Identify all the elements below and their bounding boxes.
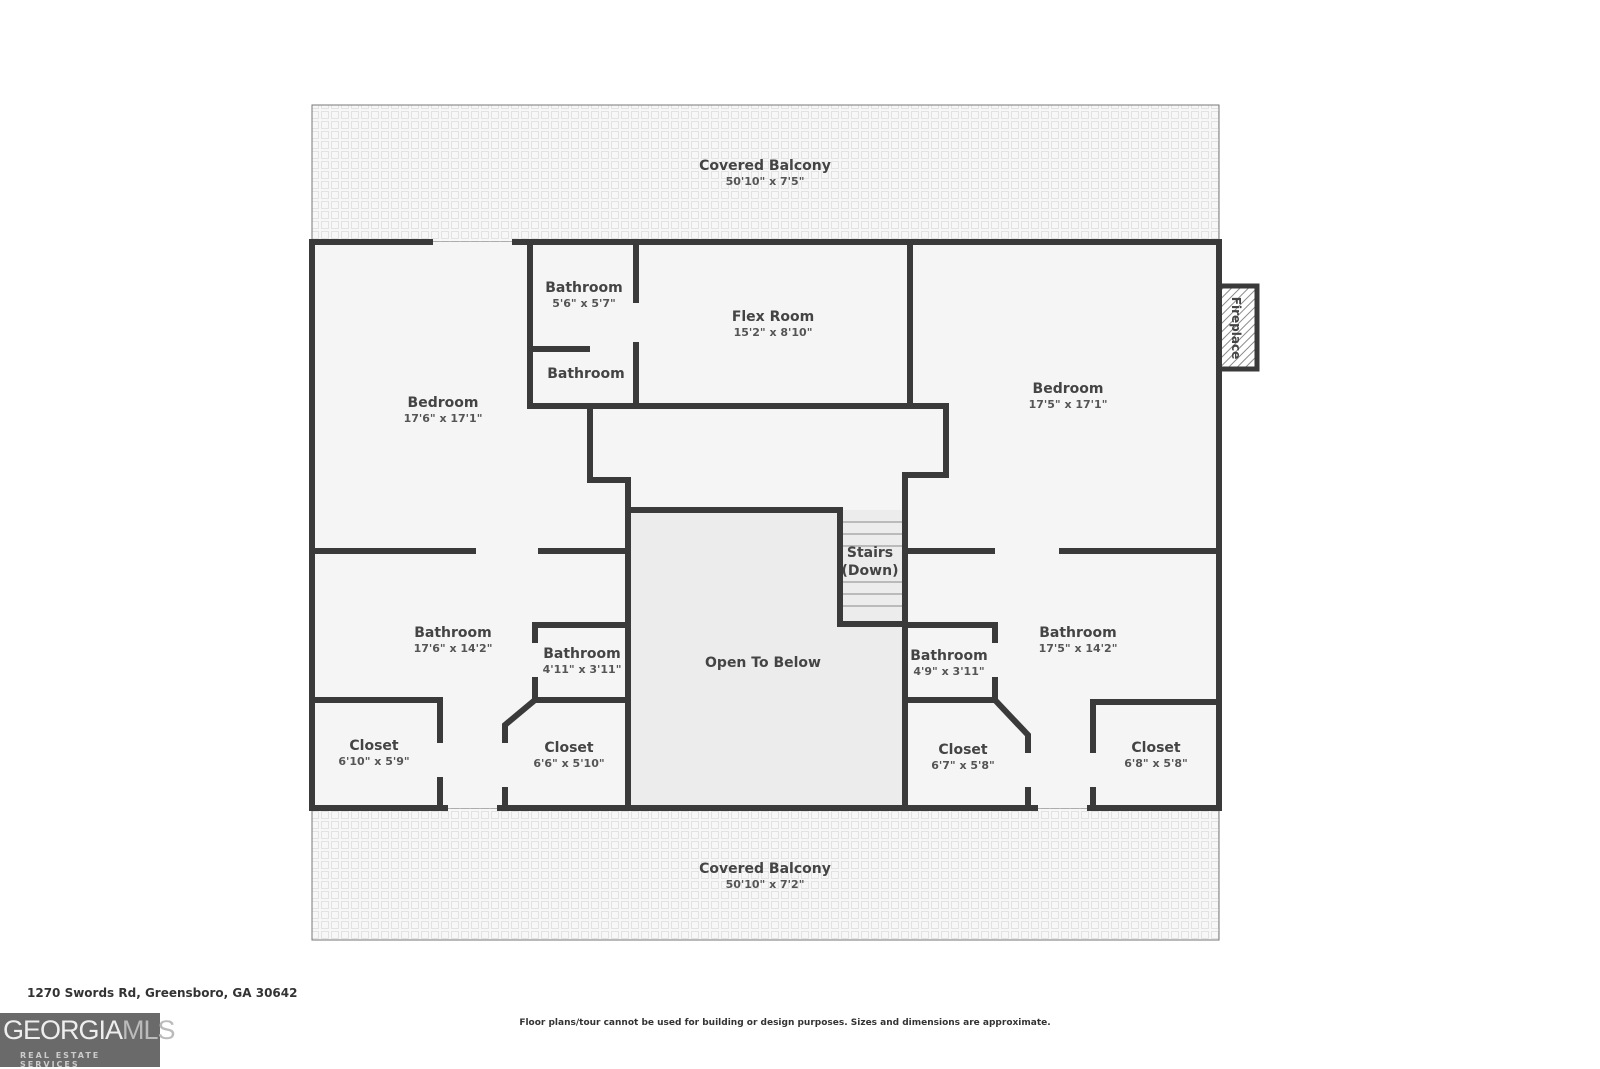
- room-dims: 4'9" x 3'11": [913, 665, 984, 678]
- room-dims: 17'6" x 17'1": [404, 412, 483, 425]
- disclaimer: Floor plans/tour cannot be used for buil…: [519, 1018, 1051, 1028]
- room-dims: 15'2" x 8'10": [734, 326, 813, 339]
- room-name: Fireplace: [1229, 297, 1243, 359]
- room-name: Closet: [938, 742, 988, 758]
- room-name: Bedroom: [408, 395, 479, 411]
- room-dims: 6'8" x 5'8": [1124, 757, 1188, 770]
- room-dims: 17'6" x 14'2": [414, 642, 493, 655]
- room-dims: 4'11" x 3'11": [543, 663, 622, 676]
- room-name: Covered Balcony: [699, 158, 831, 174]
- room-name: Open To Below: [705, 655, 821, 671]
- room-name: Bathroom: [543, 646, 621, 662]
- room-name: Bathroom: [545, 280, 623, 296]
- balcony-bottom: [311, 807, 1220, 941]
- room-name: Bathroom: [547, 366, 625, 382]
- property-address: 1270 Swords Rd, Greensboro, GA 30642: [27, 986, 298, 1000]
- room-dims: 5'6" x 5'7": [552, 297, 616, 310]
- room-name: Covered Balcony: [699, 861, 831, 877]
- open-to-below-area: [631, 510, 905, 808]
- room-name: Bathroom: [910, 648, 988, 664]
- logo-accent: MLS: [122, 1015, 176, 1045]
- room-name: Closet: [1131, 740, 1181, 756]
- room-dims: 6'7" x 5'8": [931, 759, 995, 772]
- room-name: Bathroom: [1039, 625, 1117, 641]
- room-name: Bedroom: [1033, 381, 1104, 397]
- room-name: Bathroom: [414, 625, 492, 641]
- room-name: Stairs: [847, 545, 893, 561]
- logo-main: GEORGIA: [3, 1015, 123, 1045]
- room-dims: 17'5" x 17'1": [1029, 398, 1108, 411]
- logo-sub: REAL ESTATE SERVICES: [20, 1051, 101, 1069]
- room-name: Closet: [544, 740, 594, 756]
- room-dims: 50'10" x 7'2": [726, 878, 805, 891]
- fireplace: [1216, 283, 1260, 372]
- stairs-treads: [843, 521, 903, 607]
- room-dims: 6'10" x 5'9": [338, 755, 409, 768]
- walls: [309, 239, 1222, 811]
- room-name: Flex Room: [732, 309, 814, 325]
- georgia-mls-logo: GEORGIAMLS REAL ESTATE SERVICES: [0, 1013, 176, 1069]
- room-dims: 50'10" x 7'5": [726, 175, 805, 188]
- room-name: Closet: [349, 738, 399, 754]
- room-dims: 6'6" x 5'10": [533, 757, 604, 770]
- room-dims: 17'5" x 14'2": [1039, 642, 1118, 655]
- balcony-top: [311, 104, 1220, 243]
- room-sub: (Down): [842, 563, 899, 579]
